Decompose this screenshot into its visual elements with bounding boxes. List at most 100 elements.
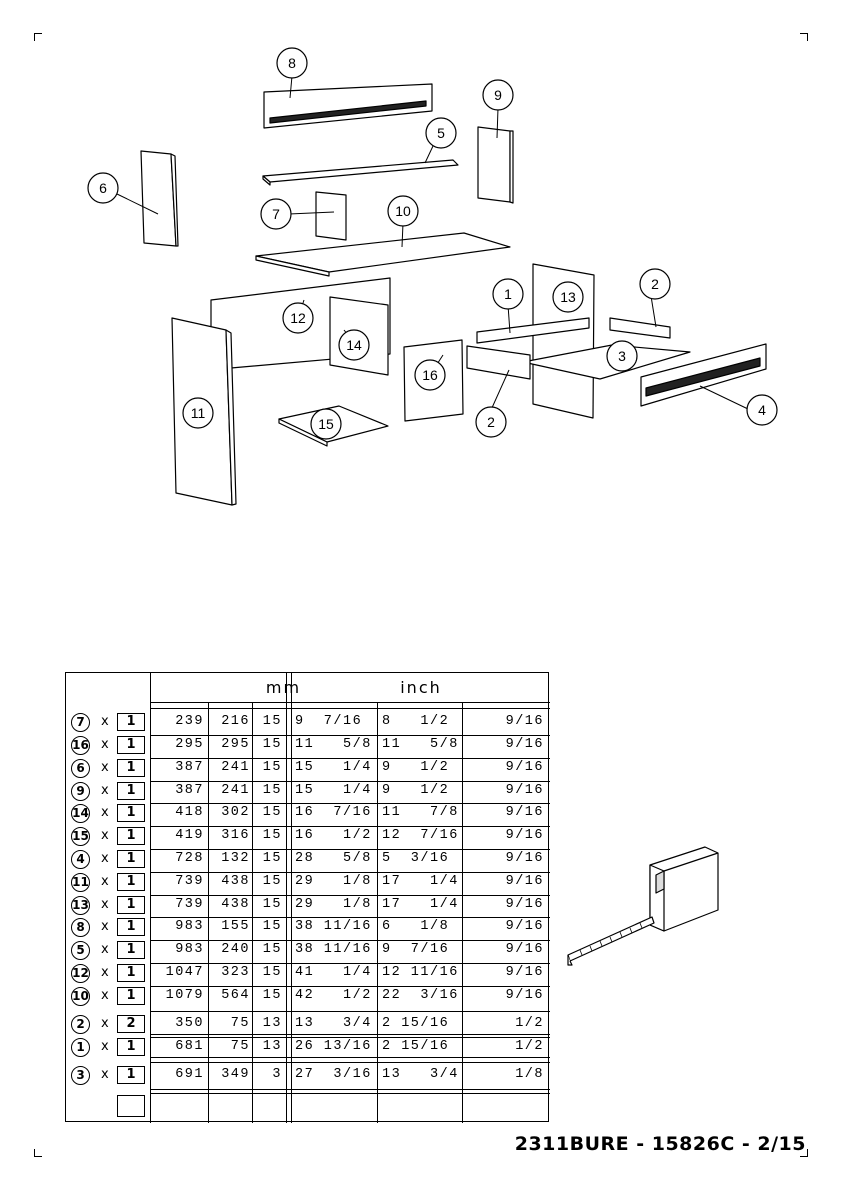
- table-rule: [150, 1037, 550, 1038]
- part-number-badge: 14: [71, 804, 90, 823]
- inch-thickness: 9/16: [505, 897, 544, 912]
- callout-label: 15: [318, 416, 334, 432]
- part-number-badge: 15: [71, 827, 90, 846]
- part-2b: [609, 317, 671, 339]
- multiply-sign: x: [101, 737, 109, 752]
- inch-width: 9 7/16: [382, 942, 450, 957]
- inch-width: 6 1/8: [382, 919, 450, 934]
- quantity-box: 1: [117, 964, 145, 982]
- callout-circle: [260, 198, 292, 230]
- multiply-sign: x: [101, 851, 109, 866]
- inch-thickness: 9/16: [505, 942, 544, 957]
- quantity-box: 1: [117, 873, 145, 891]
- inch-width: 17 1/4: [382, 874, 459, 889]
- inch-thickness: 9/16: [505, 874, 544, 889]
- mm-length: 983: [175, 919, 204, 934]
- part-9: [477, 126, 511, 203]
- part-2a: [466, 345, 531, 380]
- table-divider: [252, 703, 253, 1123]
- crop-mark-bottom-right: [800, 1149, 808, 1157]
- callout-circle: [482, 79, 514, 111]
- mm-length: 1047: [165, 965, 204, 980]
- mm-length: 1079: [165, 988, 204, 1003]
- inch-thickness: 1/8: [515, 1067, 544, 1082]
- callout-label: 8: [288, 55, 296, 71]
- inch-width: 12 7/16: [382, 828, 459, 843]
- callout-circle: [387, 195, 419, 227]
- inch-width: 22 3/16: [382, 988, 459, 1003]
- inch-length: 15 1/4: [295, 783, 372, 798]
- callout-label: 10: [395, 203, 411, 219]
- callout-label: 14: [346, 337, 362, 353]
- part-number-badge: 3: [71, 1066, 90, 1085]
- multiply-sign: x: [101, 828, 109, 843]
- inch-width: 8 1/2: [382, 714, 450, 729]
- callout-circle: [746, 394, 778, 426]
- mm-thickness: 3: [272, 1067, 282, 1082]
- inch-width: 2 15/16: [382, 1039, 450, 1054]
- inch-length: 28 5/8: [295, 851, 372, 866]
- crop-mark-bottom-left: [34, 1149, 42, 1157]
- mm-thickness: 15: [262, 919, 282, 934]
- table-rule: [150, 895, 550, 896]
- measuring-tape-icon: [567, 846, 719, 966]
- mm-width: 216: [221, 714, 250, 729]
- multiply-sign: x: [101, 1016, 109, 1031]
- mm-thickness: 13: [262, 1016, 282, 1031]
- callout-circle: [282, 302, 314, 334]
- part-5: [262, 159, 459, 183]
- part-number-badge: 11: [71, 873, 90, 892]
- table-rule: [150, 1089, 550, 1090]
- table-rule: [150, 963, 550, 964]
- table-rule: [150, 1034, 550, 1035]
- table-divider: [462, 703, 463, 1123]
- part-number-badge: 9: [71, 782, 90, 801]
- table-rule: [150, 917, 550, 918]
- callout-circle: [310, 408, 342, 440]
- mm-width: 349: [221, 1067, 250, 1082]
- mm-length: 739: [175, 874, 204, 889]
- mm-thickness: 15: [262, 851, 282, 866]
- callout-circle: [425, 117, 457, 149]
- callout-label: 5: [437, 125, 445, 141]
- callout-label: 6: [99, 180, 107, 196]
- table-rule: [150, 1093, 550, 1094]
- inch-length: 29 1/8: [295, 897, 372, 912]
- table-rule: [150, 1062, 550, 1063]
- inch-thickness: 1/2: [515, 1016, 544, 1031]
- inch-length: 16 1/2: [295, 828, 372, 843]
- callout-label: 12: [290, 310, 306, 326]
- crop-mark-top-right: [800, 33, 808, 41]
- inch-length: 15 1/4: [295, 760, 372, 775]
- quantity-box: 1: [117, 804, 145, 822]
- multiply-sign: x: [101, 897, 109, 912]
- mm-thickness: 15: [262, 897, 282, 912]
- quantity-box: 1: [117, 1066, 145, 1084]
- mm-thickness: 15: [262, 805, 282, 820]
- table-rule: [150, 849, 550, 850]
- quantity-box: 1: [117, 896, 145, 914]
- inch-thickness: 9/16: [505, 783, 544, 798]
- inch-length: 13 3/4: [295, 1016, 372, 1031]
- mm-thickness: 13: [262, 1039, 282, 1054]
- inch-length: 27 3/16: [295, 1067, 372, 1082]
- inch-thickness: 9/16: [505, 714, 544, 729]
- mm-length: 419: [175, 828, 204, 843]
- mm-length: 983: [175, 942, 204, 957]
- mm-header: mm: [265, 678, 302, 697]
- inch-width: 2 15/16: [382, 1016, 450, 1031]
- callout-label: 13: [560, 289, 576, 305]
- inch-length: 38 11/16: [295, 919, 372, 934]
- part-6: [140, 150, 177, 247]
- mm-thickness: 15: [262, 737, 282, 752]
- inch-length: 42 1/2: [295, 988, 372, 1003]
- inch-length: 26 13/16: [295, 1039, 372, 1054]
- part-number-badge: 6: [71, 759, 90, 778]
- inch-length: 9 7/16: [295, 714, 363, 729]
- table-rule: [150, 1011, 550, 1012]
- mm-length: 681: [175, 1039, 204, 1054]
- inch-thickness: 9/16: [505, 828, 544, 843]
- callout-label: 2: [487, 414, 495, 430]
- inch-thickness: 9/16: [505, 919, 544, 934]
